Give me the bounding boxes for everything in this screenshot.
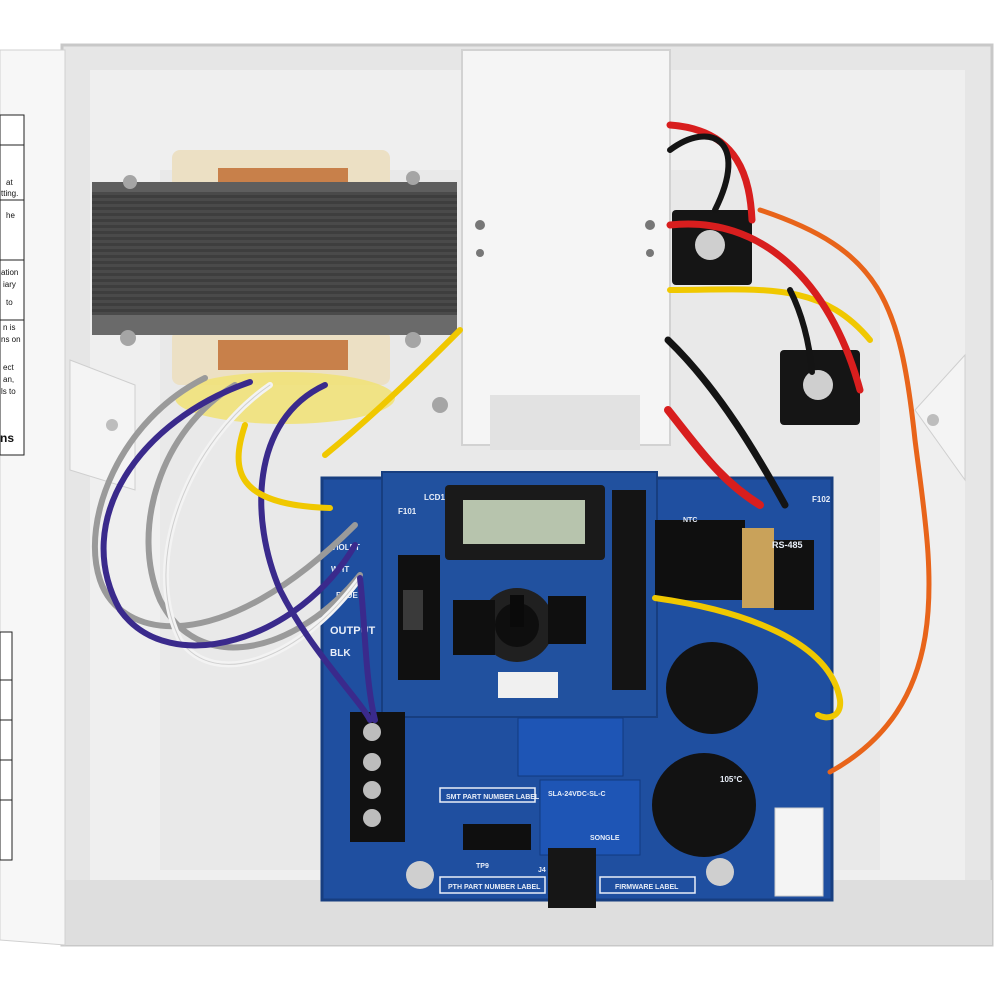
door-label-text: ation xyxy=(1,268,18,277)
door-label-text: ns xyxy=(0,431,14,445)
mounting-bracket xyxy=(461,49,671,450)
transformer xyxy=(92,150,457,424)
capacitor-label: 105°C xyxy=(720,775,743,784)
pcb-label-fuse: F101 xyxy=(398,507,417,516)
enclosure-door: at tting. he ation iary to n is ns on ec… xyxy=(0,49,66,946)
pcb-label-pth: PTH PART NUMBER LABEL xyxy=(448,884,541,891)
door-label-text: iary xyxy=(3,280,16,289)
door-label-text: tting. xyxy=(1,189,18,198)
pcb-label-blk: BLK xyxy=(330,648,351,659)
wiring xyxy=(91,121,932,775)
door-label-text: at xyxy=(6,178,13,187)
door-label-text: ls to xyxy=(1,387,16,396)
door-label-text: ns on xyxy=(1,335,21,344)
door-label-text: to xyxy=(6,298,13,307)
door-label-text: ect xyxy=(3,363,14,372)
pcb-label-j4: J4 xyxy=(538,867,546,874)
pcb-label-f102: F102 xyxy=(812,495,831,504)
pcb-label-violet: VIOLET xyxy=(331,543,360,552)
relay-label: SLA-24VDC-SL-C xyxy=(548,791,606,798)
pcb-label-output: OUTPUT xyxy=(330,625,376,637)
door-label-text: he xyxy=(6,211,15,220)
capacitor xyxy=(652,753,756,857)
control-board: LCD1 F101 F102 RS-485 VIOLET WHT BLUE OU… xyxy=(320,471,834,908)
door-label-text: n is xyxy=(3,323,15,332)
relay xyxy=(517,717,624,777)
pcb-label-rs485: RS-485 xyxy=(772,540,803,550)
pcb-label-smt: SMT PART NUMBER LABEL xyxy=(446,794,540,801)
relay xyxy=(539,779,641,856)
door-label-text: an, xyxy=(3,375,14,384)
pcb-label-tp: TP9 xyxy=(476,863,489,870)
relay-brand: SONGLE xyxy=(590,835,620,842)
pcb-label-lcd: LCD1 xyxy=(424,493,445,502)
capacitor xyxy=(666,642,758,734)
pcb-label-firmware: FIRMWARE LABEL xyxy=(615,884,679,891)
pcb-label-ntc: NTC xyxy=(683,517,697,524)
